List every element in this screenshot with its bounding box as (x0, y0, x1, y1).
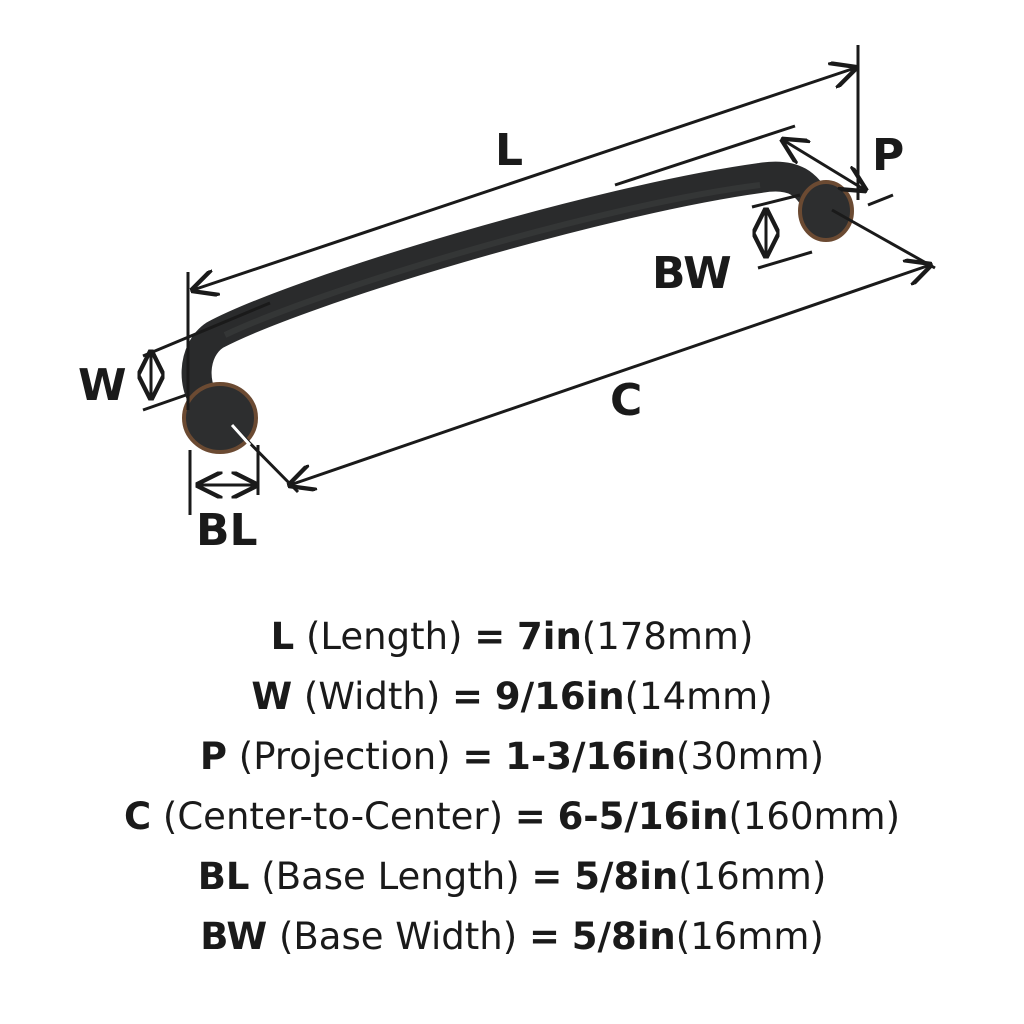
handle-dimension-diagram: L P BW W C BL (78, 45, 1024, 556)
spec-name: (Width) (303, 675, 441, 718)
left-base (182, 382, 258, 454)
label-L: L (495, 125, 523, 176)
spec-imperial: 5/8in (574, 855, 679, 898)
spec-name: (Base Length) (261, 855, 520, 898)
spec-code: W (251, 675, 293, 718)
spec-code: BW (200, 915, 268, 958)
spec-imperial: 9/16in (494, 675, 625, 718)
spec-code: P (199, 735, 228, 778)
spec-code: BL (197, 855, 250, 898)
spec-eq: = (452, 675, 484, 718)
spec-length: L (Length) = 7in(178mm) (0, 607, 1024, 667)
spec-metric: (16mm) (678, 855, 827, 898)
spec-name: (Base Width) (278, 915, 518, 958)
spec-metric: (14mm) (624, 675, 773, 718)
spec-eq: = (514, 795, 546, 838)
spec-imperial: 7in (517, 615, 582, 658)
spec-base-length: BL (Base Length) = 5/8in(16mm) (0, 847, 1024, 907)
spec-metric: (178mm) (581, 615, 754, 658)
spec-projection: P (Projection) = 1-3/16in(30mm) (0, 727, 1024, 787)
label-W: W (78, 360, 127, 411)
right-base (798, 180, 854, 242)
label-BW: BW (652, 248, 732, 299)
spec-eq: = (531, 855, 563, 898)
spec-imperial: 1-3/16in (505, 735, 677, 778)
cabinet-pull-handle (181, 161, 854, 454)
dim-line-P (783, 140, 865, 190)
label-BL: BL (196, 505, 258, 556)
spec-eq: = (462, 735, 494, 778)
dim-line-C (290, 265, 930, 485)
spec-imperial: 5/8in (571, 915, 676, 958)
spec-name: (Center-to-Center) (162, 795, 504, 838)
spec-metric: (30mm) (676, 735, 825, 778)
label-P: P (872, 130, 904, 181)
spec-imperial: 6-5/16in (557, 795, 729, 838)
spec-eq: = (528, 915, 560, 958)
spec-name: (Projection) (238, 735, 451, 778)
label-C: C (610, 375, 642, 426)
spec-center-to-center: C (Center-to-Center) = 6-5/16in(160mm) (0, 787, 1024, 847)
spec-base-width: BW (Base Width) = 5/8in(16mm) (0, 907, 1024, 967)
spec-metric: (160mm) (728, 795, 901, 838)
spec-eq: = (474, 615, 506, 658)
spec-code: C (123, 795, 152, 838)
spec-code: L (270, 615, 295, 658)
dim-line-L (193, 68, 855, 290)
spec-metric: (16mm) (675, 915, 824, 958)
spec-width: W (Width) = 9/16in(14mm) (0, 667, 1024, 727)
dimension-specs: L (Length) = 7in(178mm) W (Width) = 9/16… (0, 607, 1024, 967)
spec-name: (Length) (305, 615, 463, 658)
